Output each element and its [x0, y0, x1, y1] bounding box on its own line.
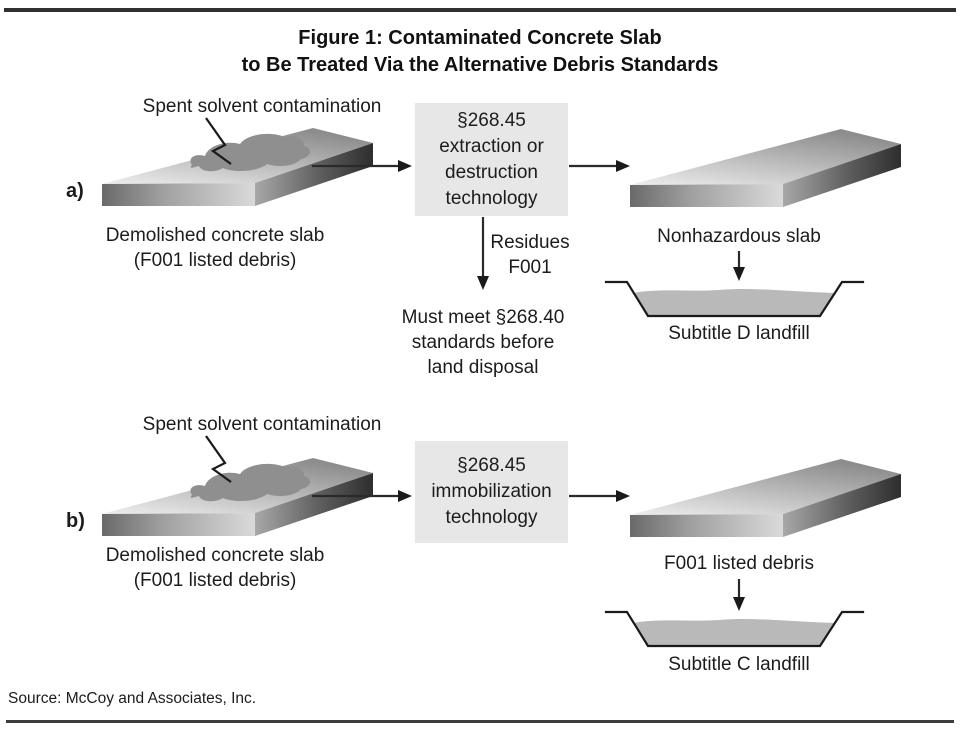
contaminated-slab-illustration-a	[102, 128, 373, 206]
figure-title-line2: to Be Treated Via the Alternative Debris…	[241, 54, 719, 76]
output-caption-b: F001 listed debris	[664, 553, 814, 574]
slab-side-face	[783, 144, 901, 207]
input-caption-b: Demolished concrete slab (F001 listed de…	[95, 543, 335, 593]
slab-side-face	[255, 473, 373, 536]
input-caption-a-line2: (F001 listed debris)	[133, 250, 297, 271]
slab-top-face	[630, 459, 901, 515]
landfill-pit-outline	[604, 280, 865, 318]
contamination-label-b: Spent solvent contamination	[142, 414, 382, 435]
residue-note-a-line2: standards before	[411, 332, 555, 353]
process-box-a-line2: extraction or	[439, 135, 544, 157]
landfill-waste-fill	[633, 619, 835, 646]
process-box-a-line4: technology	[445, 187, 538, 209]
process-box-b-line1: §268.45	[457, 455, 526, 476]
figure-title: Figure 1: Contaminated Concrete Slab to …	[0, 25, 960, 79]
contamination-label-a: Spent solvent contamination	[142, 96, 382, 117]
clean-slab-illustration-b	[630, 459, 901, 537]
residue-label-a: Residues F001	[488, 230, 572, 280]
slab-front-face	[630, 514, 783, 537]
slab-front-face	[102, 513, 255, 536]
input-caption-a: Demolished concrete slab (F001 listed de…	[95, 223, 335, 273]
slab-front-face	[102, 183, 255, 206]
process-box-b: §268.45 immobilization technology	[415, 441, 568, 543]
slab-side-face	[255, 143, 373, 206]
residue-label-a-line1: Residues	[490, 232, 570, 253]
figure-title-line1: Figure 1: Contaminated Concrete Slab	[298, 27, 662, 49]
residue-label-a-line2: F001	[508, 257, 552, 278]
bottom-rule	[6, 720, 954, 723]
part-label-a: a)	[66, 180, 84, 202]
input-caption-b-line2: (F001 listed debris)	[133, 570, 297, 591]
input-caption-b-line1: Demolished concrete slab	[105, 545, 325, 566]
landfill-waste-fill	[633, 289, 835, 316]
slab-side-face	[783, 474, 901, 537]
part-label-b: b)	[66, 510, 85, 532]
source-credit: Source: McCoy and Associates, Inc.	[8, 690, 257, 707]
process-box-a-line3: destruction	[445, 161, 538, 183]
process-box-b-line2: immobilization	[431, 481, 552, 502]
landfill-illustration-b	[604, 610, 865, 648]
output-caption-a: Nonhazardous slab	[657, 226, 821, 247]
residue-note-a: Must meet §268.40 standards before land …	[371, 305, 595, 380]
residue-note-a-line3: land disposal	[427, 357, 539, 378]
landfill-caption-a: Subtitle D landfill	[668, 323, 810, 344]
landfill-illustration-a	[604, 280, 865, 318]
top-rule	[4, 8, 956, 12]
clean-slab-illustration-a	[630, 129, 901, 207]
process-box-b-line3: technology	[445, 507, 538, 528]
residue-note-a-line1: Must meet §268.40	[401, 307, 565, 328]
input-caption-a-line1: Demolished concrete slab	[105, 225, 325, 246]
slab-top-face	[630, 129, 901, 185]
contamination-blob	[190, 463, 311, 502]
process-box-a-line1: §268.45	[457, 109, 526, 131]
process-box-a: §268.45 extraction or destruction techno…	[415, 103, 568, 216]
slab-front-face	[630, 184, 783, 207]
contaminated-slab-illustration-b	[102, 458, 373, 536]
landfill-pit-outline	[604, 610, 865, 648]
landfill-caption-b: Subtitle C landfill	[668, 654, 810, 675]
